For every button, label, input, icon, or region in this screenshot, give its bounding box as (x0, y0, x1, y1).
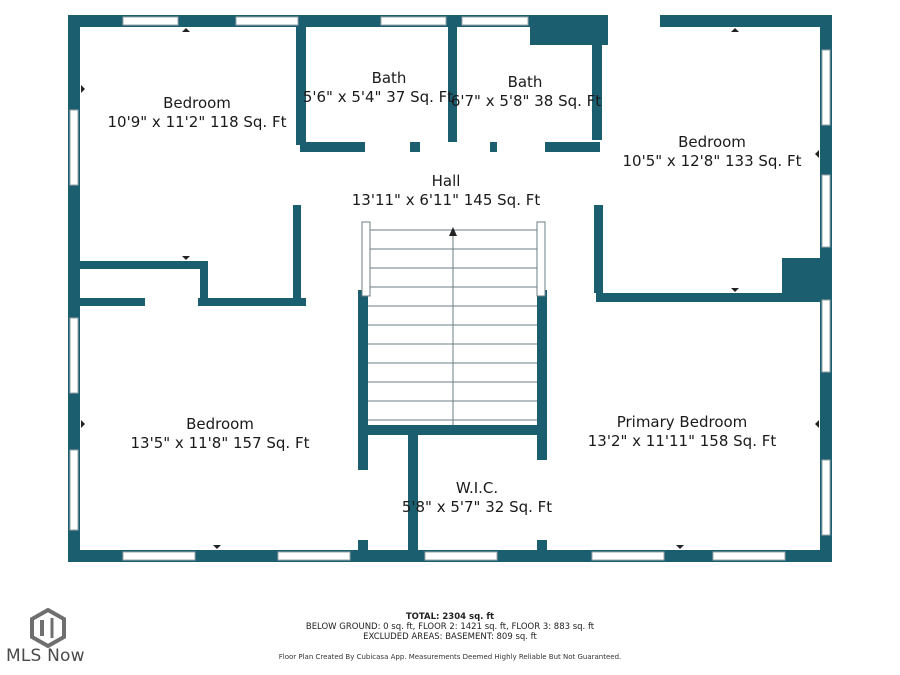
room-name-bedroom-1: Bedroom (163, 94, 231, 112)
floor-areas: BELOW GROUND: 0 sq. ft, FLOOR 2: 1421 sq… (305, 622, 595, 632)
room-dims-hall: 13'11" x 6'11" 145 Sq. Ft (352, 191, 541, 209)
room-labels: Bedroom 10'9" x 11'2" 118 Sq. Ft Bath 5'… (108, 69, 802, 516)
mls-now-logo-icon (30, 608, 66, 648)
logo-text: MLS Now (6, 646, 85, 666)
door-openings (145, 15, 660, 540)
credit-line: Floor Plan Created By Cubicasa App. Meas… (278, 653, 622, 661)
room-name-primary-bedroom: Primary Bedroom (617, 413, 748, 431)
mls-now-logo (8, 608, 98, 668)
room-dims-bath-1: 5'6" x 5'4" 37 Sq. Ft (303, 88, 453, 106)
floor-plan: Bedroom 10'9" x 11'2" 118 Sq. Ft Bath 5'… (68, 15, 832, 562)
room-dims-bedroom-2: 10'5" x 12'8" 133 Sq. Ft (623, 152, 802, 170)
room-dims-bedroom-1: 10'9" x 11'2" 118 Sq. Ft (108, 113, 287, 131)
room-name-bedroom-3: Bedroom (186, 415, 254, 433)
room-dims-wic: 5'8" x 5'7" 32 Sq. Ft (402, 498, 552, 516)
room-dims-bedroom-3: 13'5" x 11'8" 157 Sq. Ft (131, 434, 310, 452)
area-summary: TOTAL: 2304 sq. ft BELOW GROUND: 0 sq. f… (250, 612, 650, 642)
room-name-bedroom-2: Bedroom (678, 133, 746, 151)
windows (69, 16, 831, 561)
room-name-bath-2: Bath (508, 73, 543, 91)
stairs (361, 221, 546, 425)
room-dims-bath-2: 6'7" x 5'8" 38 Sq. Ft (451, 92, 601, 110)
room-name-hall: Hall (432, 172, 461, 190)
excluded-areas: EXCLUDED AREAS: BASEMENT: 809 sq. ft (363, 632, 537, 642)
room-name-bath-1: Bath (372, 69, 407, 87)
dimension-ticks (81, 28, 819, 549)
room-dims-primary-bedroom: 13'2" x 11'11" 158 Sq. Ft (588, 432, 777, 450)
room-name-wic: W.I.C. (456, 479, 498, 497)
total-area: TOTAL: 2304 sq. ft (405, 612, 495, 622)
